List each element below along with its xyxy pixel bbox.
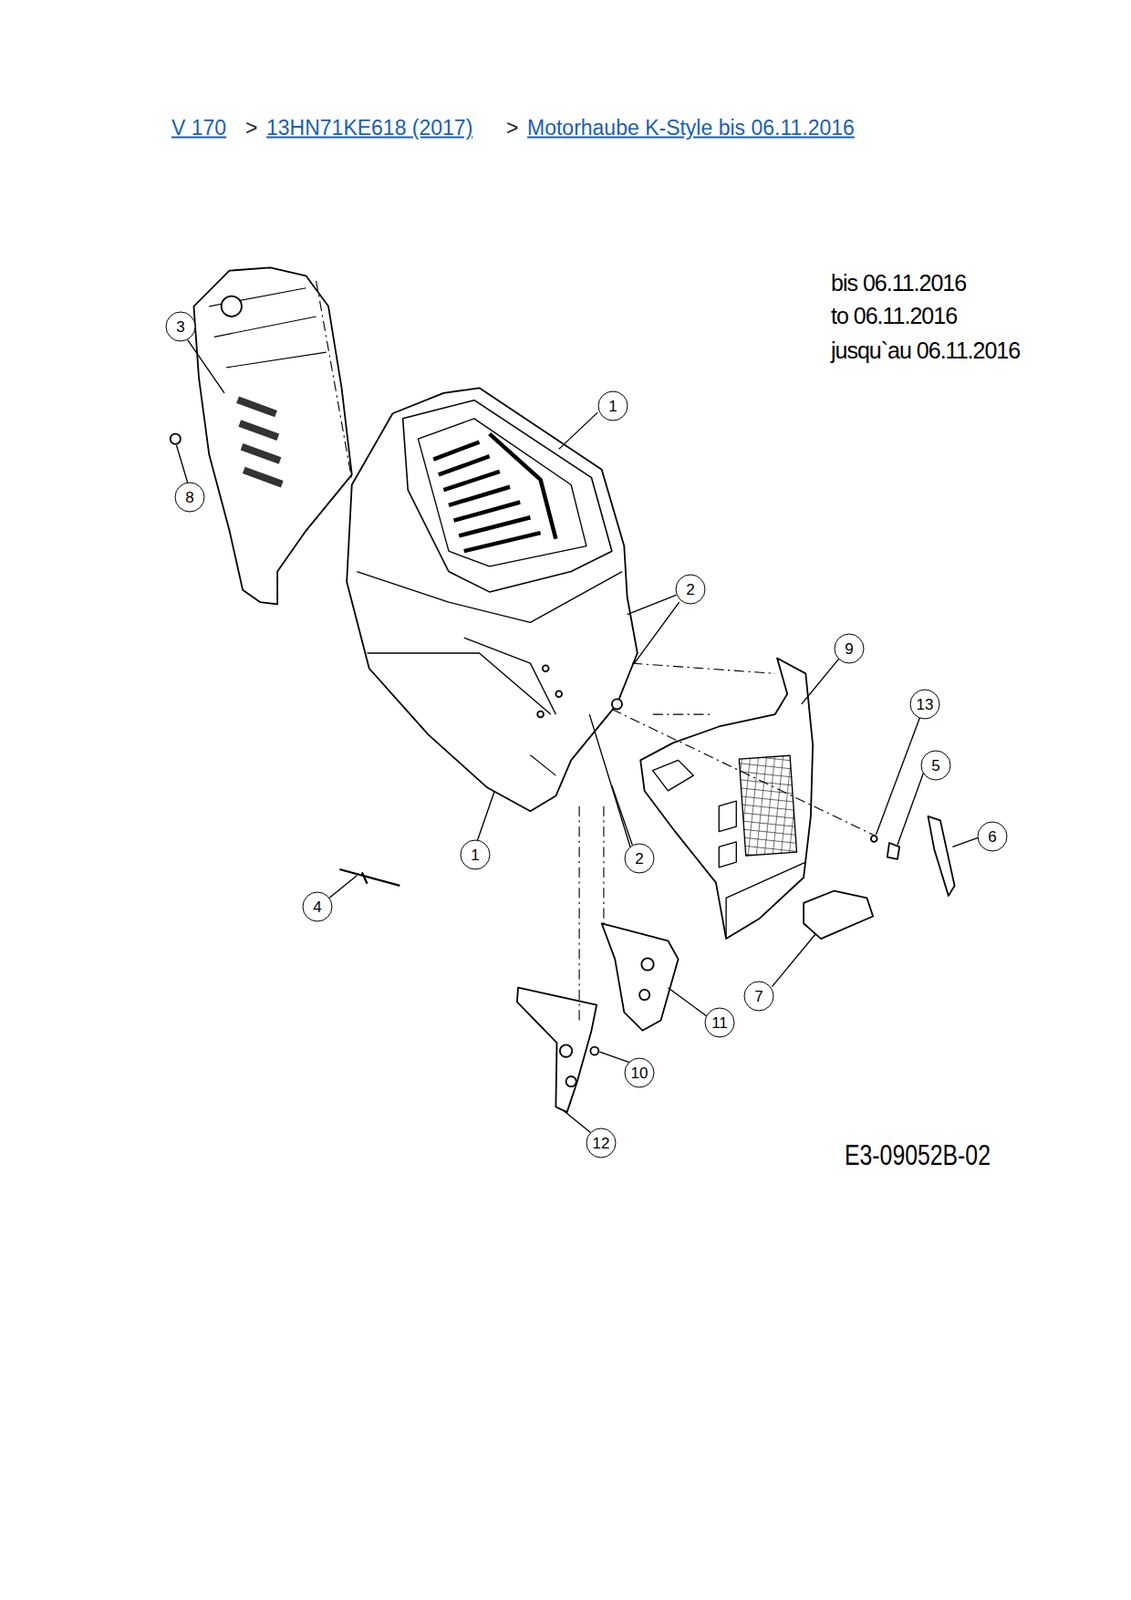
callout-number: 7 — [744, 981, 775, 1012]
callout-number: 1 — [598, 391, 629, 422]
breadcrumb-separator: > — [245, 115, 258, 141]
callout-number: 13 — [910, 689, 941, 720]
side-trim — [927, 816, 955, 896]
bolt — [170, 434, 181, 445]
callout-number: 9 — [834, 633, 865, 665]
validity-note: jusqu`au 06.11.2016 — [830, 337, 1020, 364]
callout-number: 10 — [624, 1058, 655, 1089]
validity-note: bis 06.11.2016 — [830, 269, 966, 297]
lens — [803, 891, 873, 940]
screw — [887, 842, 900, 860]
callout-number: 8 — [175, 482, 206, 513]
dashboard-panel — [193, 267, 352, 604]
bracket-left — [517, 987, 597, 1112]
front-grille — [640, 658, 813, 939]
callout-number: 2 — [675, 574, 706, 605]
callout-number: 6 — [977, 821, 1008, 852]
breadcrumb-link: V 170 — [171, 115, 227, 141]
breadcrumb-separator: > — [506, 115, 519, 141]
callout-number: 3 — [166, 311, 197, 343]
drawing-number: E3-09052B-02 — [844, 1139, 991, 1173]
callout-number: 1 — [460, 840, 491, 871]
callout-number: 4 — [302, 892, 333, 923]
callout-number: 2 — [624, 843, 655, 874]
callout-number: 5 — [921, 750, 952, 781]
hood-rod — [339, 869, 400, 886]
bracket-right — [601, 923, 679, 1030]
validity-note: to 06.11.2016 — [830, 302, 957, 330]
callout-number: 12 — [586, 1128, 617, 1159]
breadcrumb-link: Motorhaube K-Style bis 06.11.2016 — [527, 115, 855, 141]
washer — [590, 1047, 599, 1056]
breadcrumb-link: 13HN71KE618 (2017) — [266, 115, 473, 141]
callout-number: 11 — [705, 1007, 736, 1038]
engine-hood — [346, 387, 638, 811]
